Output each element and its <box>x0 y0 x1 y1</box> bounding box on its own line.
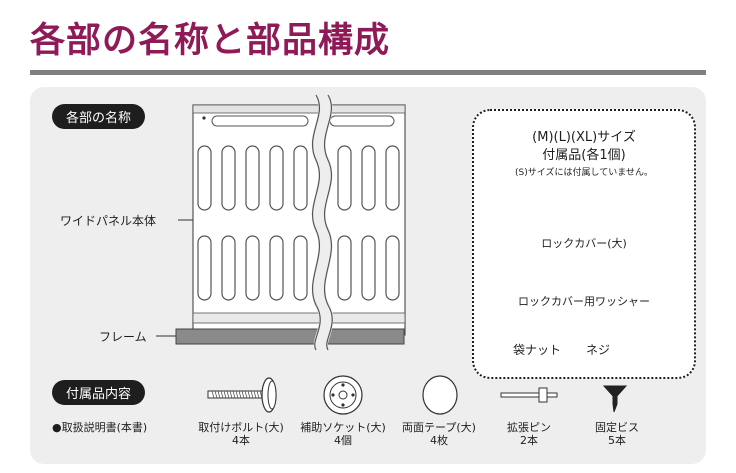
panel-slot <box>245 235 260 301</box>
wide-panel-label: ワイドパネル本体 <box>60 214 157 228</box>
bolt-name: 取付けボルト(大) <box>198 421 284 434</box>
panel-slot <box>385 145 400 211</box>
bolt-icon <box>207 377 277 413</box>
panel-slot <box>245 145 260 211</box>
panel-slot <box>293 145 308 211</box>
bolt-qty: 4本 <box>232 434 250 447</box>
panel-slot <box>337 145 352 211</box>
accessory-note: (S)サイズには付属していません。 <box>515 168 653 178</box>
socket-qty: 4個 <box>334 434 352 447</box>
accessory-sizes: (M)(L)(XL)サイズ <box>532 130 636 145</box>
fixing-screw-name: 固定ビス <box>595 421 639 434</box>
tape-icon <box>422 375 458 415</box>
socket-icon <box>323 375 363 415</box>
frame-label: フレーム <box>99 330 147 344</box>
panel-slot <box>197 145 212 211</box>
cap-nut-label: 袋ナット <box>512 343 561 357</box>
accessory-box <box>472 109 696 379</box>
panel-slot <box>269 235 284 301</box>
panel-slot <box>385 235 400 301</box>
panel-slot <box>337 235 352 301</box>
pin-name: 拡張ピン <box>507 421 551 434</box>
frame-illustration <box>175 328 405 345</box>
lock-cover-label: ロックカバー(大) <box>541 237 627 250</box>
manual-item: ●取扱説明書(本書) <box>52 421 148 434</box>
tape-qty: 4枚 <box>430 434 448 447</box>
panel-slot <box>221 235 236 301</box>
pin-qty: 2本 <box>520 434 538 447</box>
screw-label: ネジ <box>585 343 610 357</box>
page-title: 各部の名称と部品構成 <box>30 21 391 61</box>
panel-slot <box>361 145 376 211</box>
parts-section-badge: 付属品内容 <box>52 380 146 405</box>
pin-icon <box>500 387 558 403</box>
panel-slot <box>221 145 236 211</box>
washer-label: ロックカバー用ワッシャー <box>518 295 650 308</box>
panel-slot <box>361 235 376 301</box>
wide-panel-illustration <box>192 104 406 336</box>
accessory-heading: 付属品(各1個) <box>542 148 626 163</box>
panel-slot <box>293 235 308 301</box>
panel-slot <box>269 145 284 211</box>
socket-name: 補助ソケット(大) <box>300 421 386 434</box>
break-mark <box>311 91 334 354</box>
tape-name: 両面テープ(大) <box>402 421 476 434</box>
title-rule <box>30 70 706 75</box>
names-section-badge: 各部の名称 <box>52 104 146 129</box>
screw-icon <box>602 385 628 413</box>
panel-slot <box>197 235 212 301</box>
fixing-screw-qty: 5本 <box>608 434 626 447</box>
